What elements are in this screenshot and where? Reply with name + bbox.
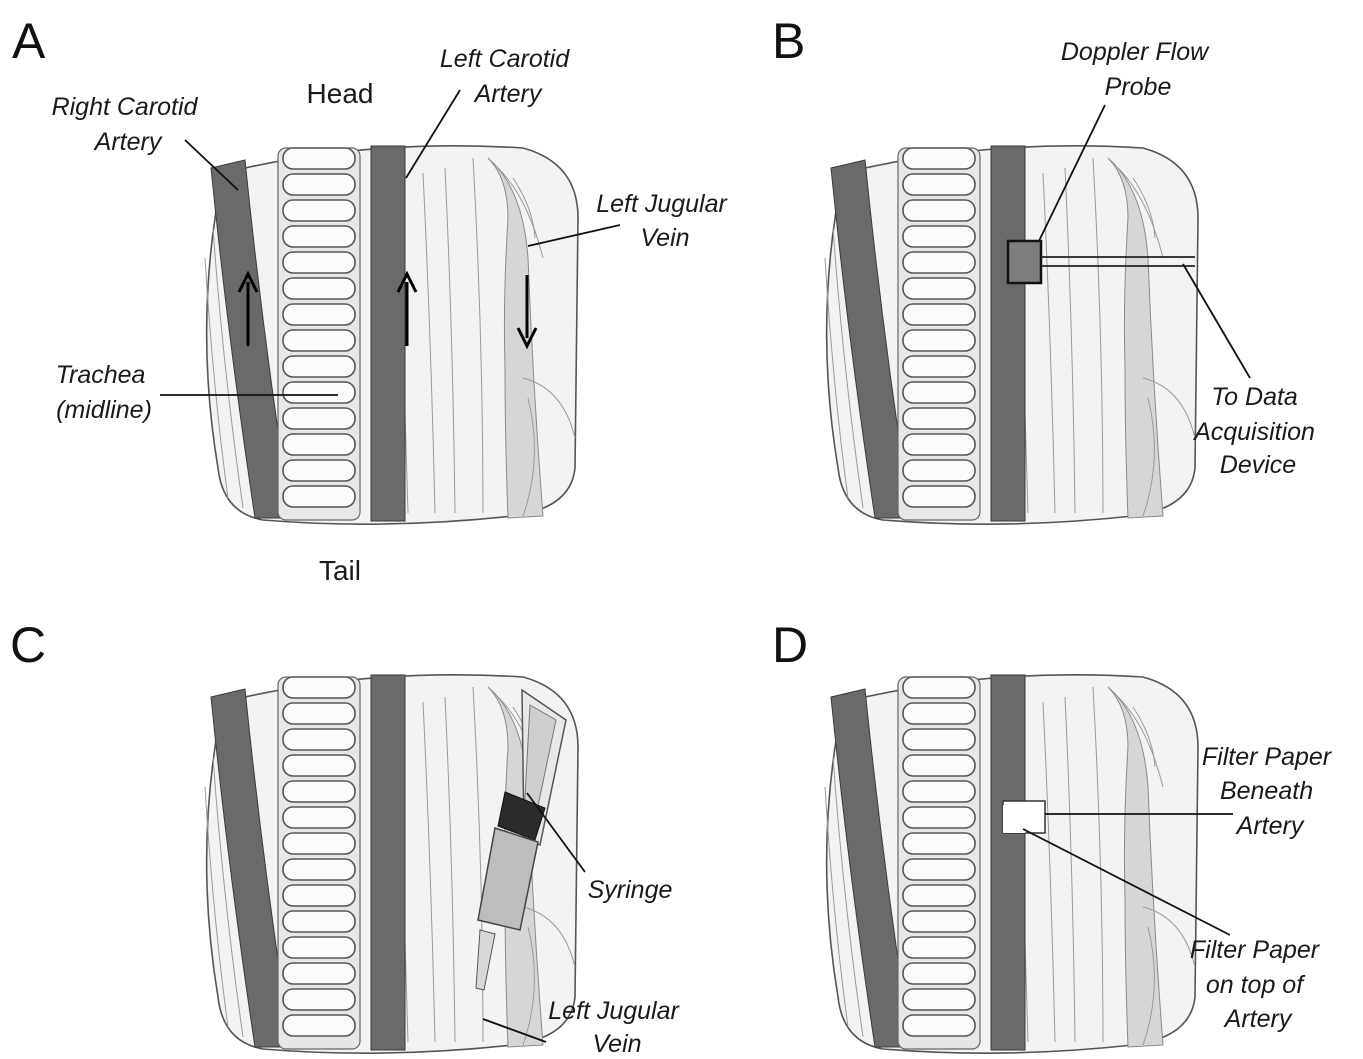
panel-a: A Head Tail Right Carotid Artery Left Ca… <box>12 13 734 586</box>
left-carotid-label: Left Carotid Artery <box>440 45 576 108</box>
filter-paper-on-top <box>1003 805 1025 833</box>
panel-b: B Doppler Flow Probe To Data Acquisition… <box>772 13 1322 524</box>
trachea-ring <box>903 833 975 854</box>
tail-label: Tail <box>319 555 361 586</box>
trachea-ring <box>283 226 355 247</box>
trachea-ring <box>903 1015 975 1036</box>
trachea-ring <box>283 963 355 984</box>
trachea-ring <box>283 807 355 828</box>
panel-letter-c: C <box>10 617 46 673</box>
trachea-ring <box>903 200 975 221</box>
trachea-ring <box>903 356 975 377</box>
panel-letter-d: D <box>772 617 808 673</box>
data-acquisition-label: To Data Acquisition Device <box>1192 383 1322 479</box>
trachea-ring <box>283 174 355 195</box>
panel-c: C Syringe Left Jugular Vein <box>10 617 686 1058</box>
doppler-flow-probe <box>1008 241 1041 283</box>
trachea-ring <box>903 807 975 828</box>
trachea-ring <box>283 885 355 906</box>
trachea-ring <box>283 148 355 169</box>
trachea-ring <box>903 963 975 984</box>
trachea-ring <box>283 781 355 802</box>
trachea-ring <box>283 356 355 377</box>
trachea-ring <box>283 304 355 325</box>
trachea-ring <box>283 278 355 299</box>
trachea-ring <box>283 911 355 932</box>
trachea-ring <box>903 304 975 325</box>
right-carotid-label: Right Carotid Artery <box>52 93 205 156</box>
trachea-ring <box>283 434 355 455</box>
trachea-ring <box>903 703 975 724</box>
trachea-ring <box>283 408 355 429</box>
trachea-ring <box>283 486 355 507</box>
trachea-ring <box>903 330 975 351</box>
trachea-ring <box>903 486 975 507</box>
trachea-ring <box>283 1015 355 1036</box>
trachea-ring <box>903 911 975 932</box>
trachea-ring <box>903 460 975 481</box>
trachea-ring <box>903 278 975 299</box>
panel-letter-a: A <box>12 13 46 69</box>
trachea-ring <box>283 252 355 273</box>
filter-on-top-label: Filter Paper on top of Artery <box>1190 936 1326 1033</box>
trachea-ring <box>903 434 975 455</box>
trachea-ring <box>283 382 355 403</box>
trachea-ring <box>283 989 355 1010</box>
neck-illustration-b <box>825 146 1198 524</box>
trachea-ring <box>903 989 975 1010</box>
left-jugular-label-c: Left Jugular Vein <box>548 997 686 1058</box>
neck-illustration-d <box>825 675 1198 1053</box>
trachea-label: Trachea (midline) <box>56 361 153 424</box>
trachea-ring <box>903 729 975 750</box>
syringe-label: Syringe <box>588 876 673 904</box>
trachea-ring <box>903 174 975 195</box>
head-label: Head <box>307 78 374 109</box>
panel-d: D Filter Paper Beneath Artery Filter Pap… <box>772 617 1338 1053</box>
trachea-ring <box>903 859 975 880</box>
trachea-ring <box>903 677 975 698</box>
trachea-ring <box>903 148 975 169</box>
trachea-ring <box>903 781 975 802</box>
trachea-ring <box>903 755 975 776</box>
filter-beneath-label: Filter Paper Beneath Artery <box>1202 743 1338 840</box>
trachea-ring <box>903 382 975 403</box>
trachea-ring <box>283 937 355 958</box>
trachea-ring <box>903 885 975 906</box>
trachea-ring <box>283 460 355 481</box>
trachea-ring <box>283 729 355 750</box>
trachea-ring <box>283 755 355 776</box>
trachea-ring <box>903 408 975 429</box>
trachea-ring <box>283 859 355 880</box>
doppler-probe-label: Doppler Flow Probe <box>1061 38 1215 101</box>
trachea-ring <box>283 200 355 221</box>
trachea-ring <box>283 677 355 698</box>
left-jugular-label-a: Left Jugular Vein <box>596 190 734 252</box>
trachea-ring <box>283 330 355 351</box>
trachea-ring <box>903 937 975 958</box>
trachea-ring <box>283 833 355 854</box>
panel-letter-b: B <box>772 13 805 69</box>
trachea-ring <box>903 252 975 273</box>
trachea-ring <box>283 703 355 724</box>
trachea-ring <box>903 226 975 247</box>
